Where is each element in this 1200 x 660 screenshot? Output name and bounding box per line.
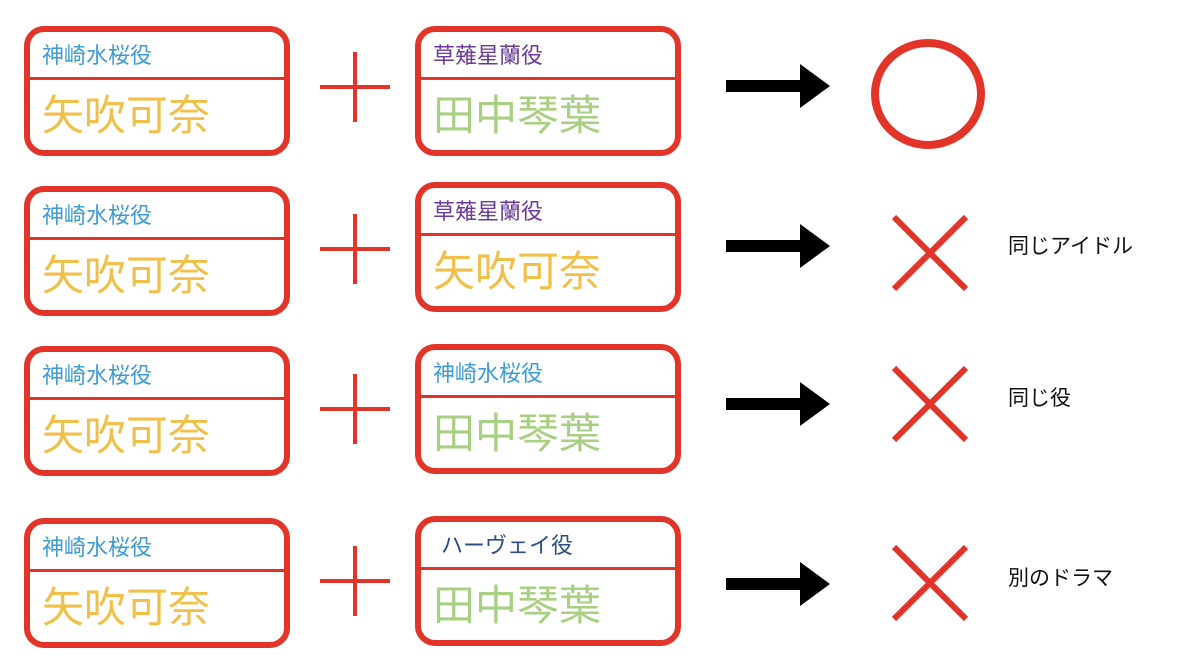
right-card-row-1: 草薙星蘭役 田中琴葉 bbox=[415, 26, 681, 156]
left-card-row-2: 神崎水桜役 矢吹可奈 bbox=[24, 186, 290, 316]
card-divider bbox=[30, 397, 284, 400]
actor-name: 田中琴葉 bbox=[433, 91, 602, 140]
cross-ng-icon bbox=[891, 214, 969, 292]
arrow-right-icon bbox=[726, 382, 830, 426]
arrow-right-icon bbox=[726, 64, 830, 108]
right-card-row-3: 神崎水桜役 田中琴葉 bbox=[415, 344, 681, 474]
cross-ng-icon bbox=[891, 544, 969, 622]
reason-note: 別のドラマ bbox=[1008, 566, 1113, 590]
role-label: 神崎水桜役 bbox=[433, 362, 544, 387]
actor-name: 矢吹可奈 bbox=[42, 411, 211, 460]
actor-name: 田中琴葉 bbox=[433, 409, 602, 458]
left-card-row-1: 神崎水桜役 矢吹可奈 bbox=[24, 26, 290, 156]
role-label: ハーヴェイ役 bbox=[441, 534, 574, 559]
role-label: 神崎水桜役 bbox=[42, 364, 153, 389]
role-label: 草薙星蘭役 bbox=[433, 200, 544, 225]
card-divider bbox=[421, 395, 675, 398]
circle-ok-icon bbox=[871, 39, 985, 149]
right-card-row-4: ハーヴェイ役 田中琴葉 bbox=[415, 516, 681, 646]
card-divider bbox=[421, 233, 675, 236]
actor-name: 矢吹可奈 bbox=[42, 251, 211, 300]
actor-name: 田中琴葉 bbox=[433, 581, 602, 630]
card-divider bbox=[421, 77, 675, 80]
left-card-row-3: 神崎水桜役 矢吹可奈 bbox=[24, 346, 290, 476]
plus-icon bbox=[320, 546, 390, 616]
card-divider bbox=[30, 237, 284, 240]
role-label: 神崎水桜役 bbox=[42, 536, 153, 561]
role-label: 草薙星蘭役 bbox=[433, 44, 544, 69]
card-divider bbox=[30, 77, 284, 80]
role-label: 神崎水桜役 bbox=[42, 44, 153, 69]
plus-icon bbox=[320, 52, 390, 122]
right-card-row-2: 草薙星蘭役 矢吹可奈 bbox=[415, 182, 681, 312]
plus-icon bbox=[320, 374, 390, 444]
cross-ng-icon bbox=[891, 365, 969, 443]
reason-note: 同じ役 bbox=[1008, 386, 1071, 410]
plus-icon bbox=[320, 214, 390, 284]
card-divider bbox=[421, 567, 675, 570]
card-divider bbox=[30, 569, 284, 572]
role-label: 神崎水桜役 bbox=[42, 204, 153, 229]
arrow-right-icon bbox=[726, 224, 830, 268]
actor-name: 矢吹可奈 bbox=[42, 91, 211, 140]
left-card-row-4: 神崎水桜役 矢吹可奈 bbox=[24, 518, 290, 648]
actor-name: 矢吹可奈 bbox=[433, 247, 602, 296]
arrow-right-icon bbox=[726, 562, 830, 606]
reason-note: 同じアイドル bbox=[1008, 234, 1133, 258]
actor-name: 矢吹可奈 bbox=[42, 583, 211, 632]
